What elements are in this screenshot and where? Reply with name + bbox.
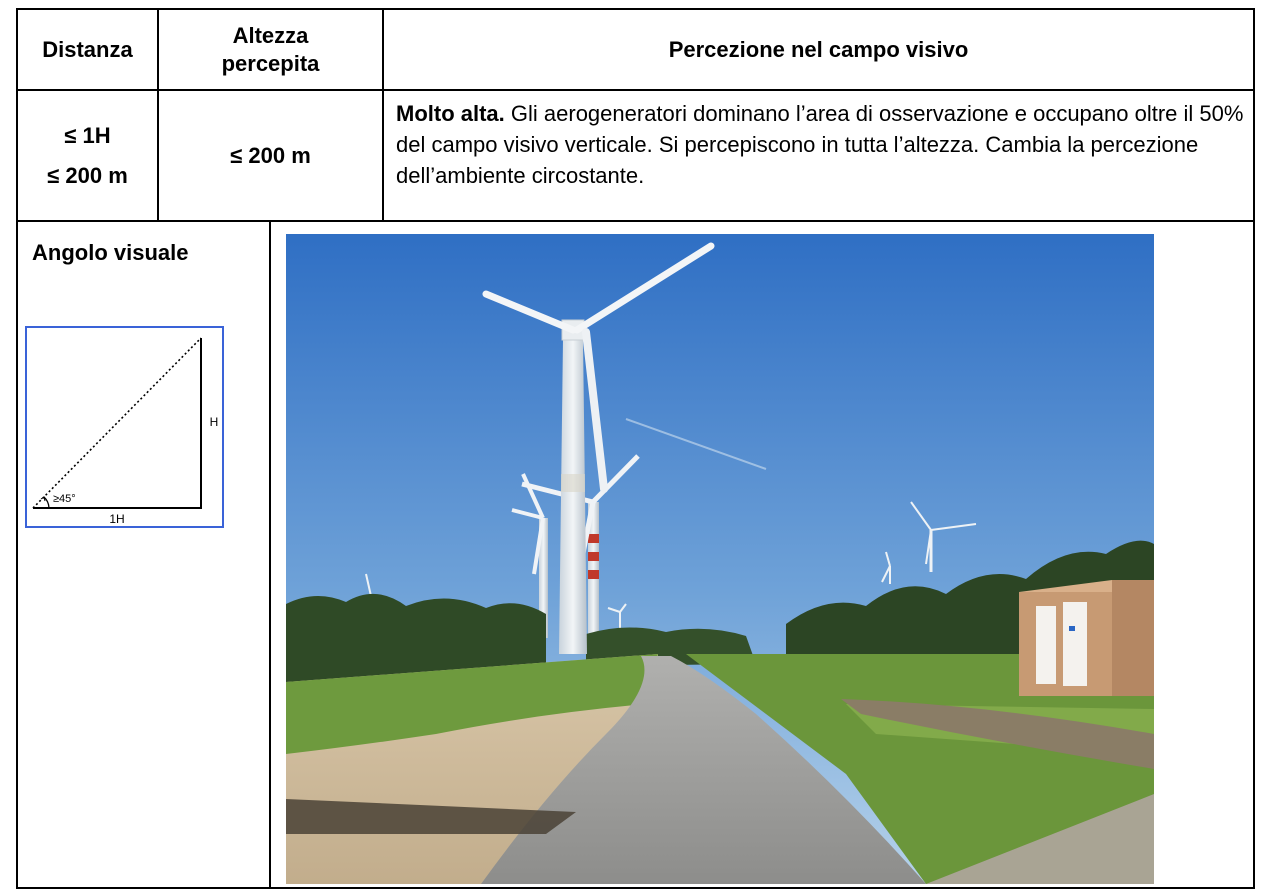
diagram-height-label: H (210, 415, 219, 429)
col-divider-2 (382, 8, 384, 222)
row1-distanza: ≤ 1H ≤ 200 m (18, 91, 157, 220)
angle-diagram-svg: H 1H ≥45° (32, 337, 219, 526)
row1-description-bold: Molto alta. (396, 101, 505, 126)
table-border-right (1253, 8, 1255, 889)
mid-turbine-left (511, 473, 548, 638)
main-turbine (482, 242, 715, 654)
row1-altezza-text: ≤ 200 m (230, 142, 311, 168)
header-distanza-text: Distanza (42, 36, 133, 62)
wind-farm-photo-svg (286, 234, 1154, 884)
row-divider-1 (16, 89, 1255, 91)
header-distanza: Distanza (18, 10, 157, 89)
header-altezza-line2: percepita (221, 50, 320, 76)
angolo-visuale-text: Angolo visuale (32, 240, 189, 265)
contrail (625, 418, 767, 470)
stone-wall (841, 699, 1154, 769)
diagram-angle-arrow (40, 496, 46, 502)
row1-distanza-line2: ≤ 200 m (47, 162, 128, 188)
col-divider-3 (269, 220, 271, 889)
table-border-bottom (16, 887, 1255, 889)
shadow (286, 799, 576, 834)
electrical-cabinet (1019, 580, 1154, 696)
header-percezione-text: Percezione nel campo visivo (668, 36, 969, 62)
gravel-right (926, 794, 1154, 884)
wind-farm-photo (286, 234, 1154, 884)
grass-left (286, 654, 658, 754)
angolo-visuale-label: Angolo visuale (32, 240, 188, 266)
angle-diagram: H 1H ≥45° (25, 326, 224, 528)
diagram-angle-label: ≥45° (53, 493, 76, 505)
table-border-left (16, 8, 18, 889)
header-percezione: Percezione nel campo visivo (384, 10, 1253, 89)
table-border-top (16, 8, 1255, 10)
row1-description-text: Gli aerogeneratori dominano l’area di os… (396, 101, 1244, 188)
diagram-dotted-hypotenuse (32, 337, 202, 509)
diagram-base-label: 1H (109, 512, 124, 526)
col-divider-1 (157, 8, 159, 222)
header-altezza-line1: Altezza (232, 22, 309, 48)
row-divider-2 (16, 220, 1255, 222)
row1-description: Molto alta. Gli aerogeneratori dominano … (396, 98, 1248, 216)
row1-distanza-line1: ≤ 1H (64, 122, 111, 148)
header-altezza-percepita: Altezza percepita (159, 10, 382, 89)
road (481, 656, 926, 884)
row1-altezza: ≤ 200 m (159, 91, 382, 220)
trees-left (286, 593, 546, 689)
